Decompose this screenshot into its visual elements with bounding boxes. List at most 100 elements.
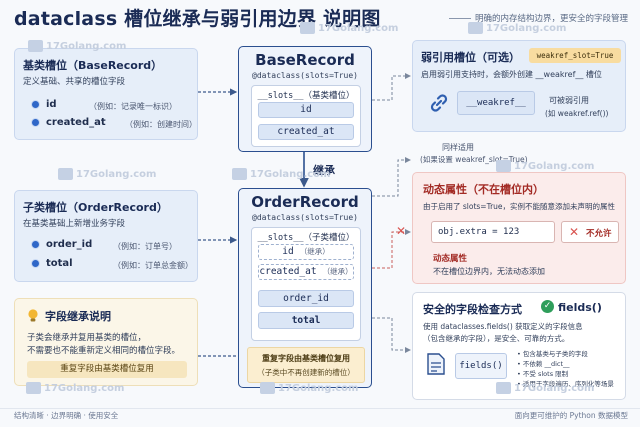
watermark: 17Golang.com xyxy=(496,160,594,172)
watermark-text: 17Golang.com xyxy=(76,169,157,180)
base-field-note: （例如：创建时间） xyxy=(125,120,197,129)
fields-check-desc1: 使用 dataclasses.fields() 获取定义的字段信息 xyxy=(423,322,583,331)
field-dot-icon xyxy=(31,99,40,109)
watermark: 17Golang.com xyxy=(232,168,330,180)
sub-field-name: total xyxy=(46,258,73,269)
watermark-text: 17Golang.com xyxy=(514,161,595,172)
fields-bullet: • 不依赖 __dict__ xyxy=(517,360,570,368)
watermark-text: 17Golang.com xyxy=(514,383,595,394)
sub-slots-panel: 子类槽位（OrderRecord） 在基类基础上新增业务字段 order_id … xyxy=(14,190,198,282)
dynamic-attr-panel: 动态属性（不在槽位内） 由于启用了 slots=True，实例不能随意添加未声明… xyxy=(412,172,626,284)
footer-divider xyxy=(0,408,640,409)
inherited-slot-note: （继承） xyxy=(299,247,330,256)
baserecord-title: BaseRecord xyxy=(255,51,355,69)
dynamic-attr-desc: 由于启用了 slots=True，实例不能随意添加未声明的属性 xyxy=(423,202,616,211)
base-field-row: created_at （例如：创建时间） xyxy=(31,117,197,129)
fields-bullet: • 适用于字段遍历、序列化等场景 xyxy=(517,380,614,388)
orderrecord-inherited-slot: created_at（继承） xyxy=(258,264,354,280)
fields-check-desc2: （包含继承的字段），是安全、可靠的方式。 xyxy=(423,334,570,343)
weakref-title: 弱引用槽位（可选） xyxy=(421,51,520,64)
arrow-to-weakref xyxy=(372,73,411,101)
inherited-slot-name: created_at xyxy=(259,266,317,277)
baserecord-class-box: BaseRecord @dataclass(slots=True) __slot… xyxy=(238,46,372,152)
inherit-tip-badge: 重复字段由基类槽位复用 xyxy=(27,361,187,378)
x-mark-icon: ✕ xyxy=(396,224,407,238)
weakref-desc: 启用弱引用支持时，会额外创建 __weakref__ 槽位 xyxy=(421,70,602,79)
baserecord-slots-head: __slots__（基类槽位） xyxy=(257,91,355,101)
watermark: 17Golang.com xyxy=(468,22,566,34)
baserecord-decorator: @dataclass(slots=True) xyxy=(252,71,358,80)
arrow-to-fields xyxy=(372,317,411,353)
orderrecord-footer-line2: （子类中不再创建新的槽位） xyxy=(257,368,355,377)
base-field-note: （例如：记录唯一标识） xyxy=(89,102,177,111)
fields-bullet-text: 不依赖 __dict__ xyxy=(522,360,570,368)
inherit-tip-title: 字段继承说明 xyxy=(45,310,111,323)
weakref-side-line2: (如 weakref.ref()) xyxy=(545,109,609,118)
orderrecord-slots-head: __slots__（子类槽位） xyxy=(257,233,355,243)
watermark-text: 17Golang.com xyxy=(278,383,359,394)
weakref-slot-tag: weakref_slot=True xyxy=(529,48,621,63)
fields-bullet-text: 不受 slots 限制 xyxy=(522,370,569,378)
watermark-text: 17Golang.com xyxy=(318,23,399,34)
sub-field-row: order_id （例如：订单号） xyxy=(31,239,177,251)
fields-bullet-text: 包含基类与子类的字段 xyxy=(522,350,588,358)
watermark: 17Golang.com xyxy=(58,168,156,180)
base-field-name: created_at xyxy=(46,117,106,128)
footer-right: 面向更可维护的 Python 数据模型 xyxy=(514,411,628,420)
watermark: 17Golang.com xyxy=(28,40,126,52)
base-slots-desc: 定义基础、共享的槽位字段 xyxy=(23,77,126,87)
orderrecord-class-box: OrderRecord @dataclass(slots=True) __slo… xyxy=(238,188,372,388)
watermark: 17Golang.com xyxy=(260,382,358,394)
dynamic-attr-subtitle: 动态属性 xyxy=(433,254,468,264)
field-dot-icon xyxy=(31,258,40,268)
page-subtitle: 明确的内存结构边界，更安全的字段管理 xyxy=(449,12,628,24)
fields-bullets: • 包含基类与子类的字段 • 不依赖 __dict__ • 不受 slots 限… xyxy=(517,349,614,389)
deny-label: 不允许 xyxy=(586,229,612,239)
fields-bullet: • 包含基类与子类的字段 xyxy=(517,350,588,358)
close-icon: ✕ xyxy=(569,225,580,239)
fields-bullet: • 不受 slots 限制 xyxy=(517,370,569,378)
orderrecord-own-slot: total xyxy=(258,312,354,329)
orderrecord-decorator: @dataclass(slots=True) xyxy=(252,213,358,222)
watermark-text: 17Golang.com xyxy=(44,383,125,394)
sub-slots-title: 子类槽位（OrderRecord） xyxy=(23,201,168,214)
base-field-row: id （例如：记录唯一标识） xyxy=(31,99,177,111)
fields-check-title: 安全的字段检查方式 xyxy=(423,303,522,316)
baserecord-slots: __slots__（基类槽位） id created_at xyxy=(251,85,361,147)
dynamic-attr-title: 动态属性（不在槽位内） xyxy=(423,183,544,196)
baserecord-slot: created_at xyxy=(258,124,354,140)
orderrecord-own-slot: order_id xyxy=(258,290,354,307)
inherit-tip-line: 不需要也不能重新定义相同的槽位字段。 xyxy=(27,346,181,356)
orderrecord-inherited-slot: id （继承） xyxy=(258,244,354,260)
watermark: 17Golang.com xyxy=(496,382,594,394)
fields-bullet-text: 适用于字段遍历、序列化等场景 xyxy=(522,380,614,388)
deny-badge: ✕ 不允许 xyxy=(561,221,619,243)
orderrecord-slots: __slots__（子类槽位） id （继承） created_at（继承） or… xyxy=(251,227,361,341)
orderrecord-footer-note: 重复字段由基类槽位复用 （子类中不再创建新的槽位） xyxy=(247,347,365,383)
weakref-side-line1: 可被弱引用 xyxy=(549,96,589,105)
watermark-text: 17Golang.com xyxy=(486,23,567,34)
arrow-order-to-weakref xyxy=(372,157,411,197)
inherit-label: 继承 xyxy=(313,164,335,177)
link-icon xyxy=(429,93,449,117)
baserecord-slot: id xyxy=(258,102,354,118)
lightbulb-icon xyxy=(27,308,39,322)
watermark-text: 17Golang.com xyxy=(46,41,127,52)
base-slots-panel: 基类槽位（BaseRecord） 定义基础、共享的槽位字段 id （例如：记录唯… xyxy=(14,48,198,140)
fields-func-box: fields() xyxy=(455,353,507,379)
orderrecord-footer-line1: 重复字段由基类槽位复用 xyxy=(262,354,350,363)
orderrecord-title: OrderRecord xyxy=(251,193,359,211)
field-dot-icon xyxy=(31,117,40,127)
inherited-slot-name: id xyxy=(282,246,294,257)
check-icon: ✓ xyxy=(541,300,554,313)
sub-field-row: total （例如：订单总金额） xyxy=(31,258,193,270)
base-slots-title: 基类槽位（BaseRecord） xyxy=(23,59,163,72)
weakref-applies-line1: 同样适用 xyxy=(442,143,474,152)
sub-slots-desc: 在基类基础上新增业务字段 xyxy=(23,219,126,229)
base-field-name: id xyxy=(46,99,57,110)
sub-field-note: （例如：订单总金额） xyxy=(113,261,193,270)
weakref-slot: __weakref__ xyxy=(457,91,535,115)
fields-check-panel: 安全的字段检查方式 ✓ fields() 使用 dataclasses.fiel… xyxy=(412,292,626,400)
fields-check-func: fields() xyxy=(558,301,602,314)
weakref-applies-line2: (如果设置 weakref_slot=True) xyxy=(420,155,528,164)
